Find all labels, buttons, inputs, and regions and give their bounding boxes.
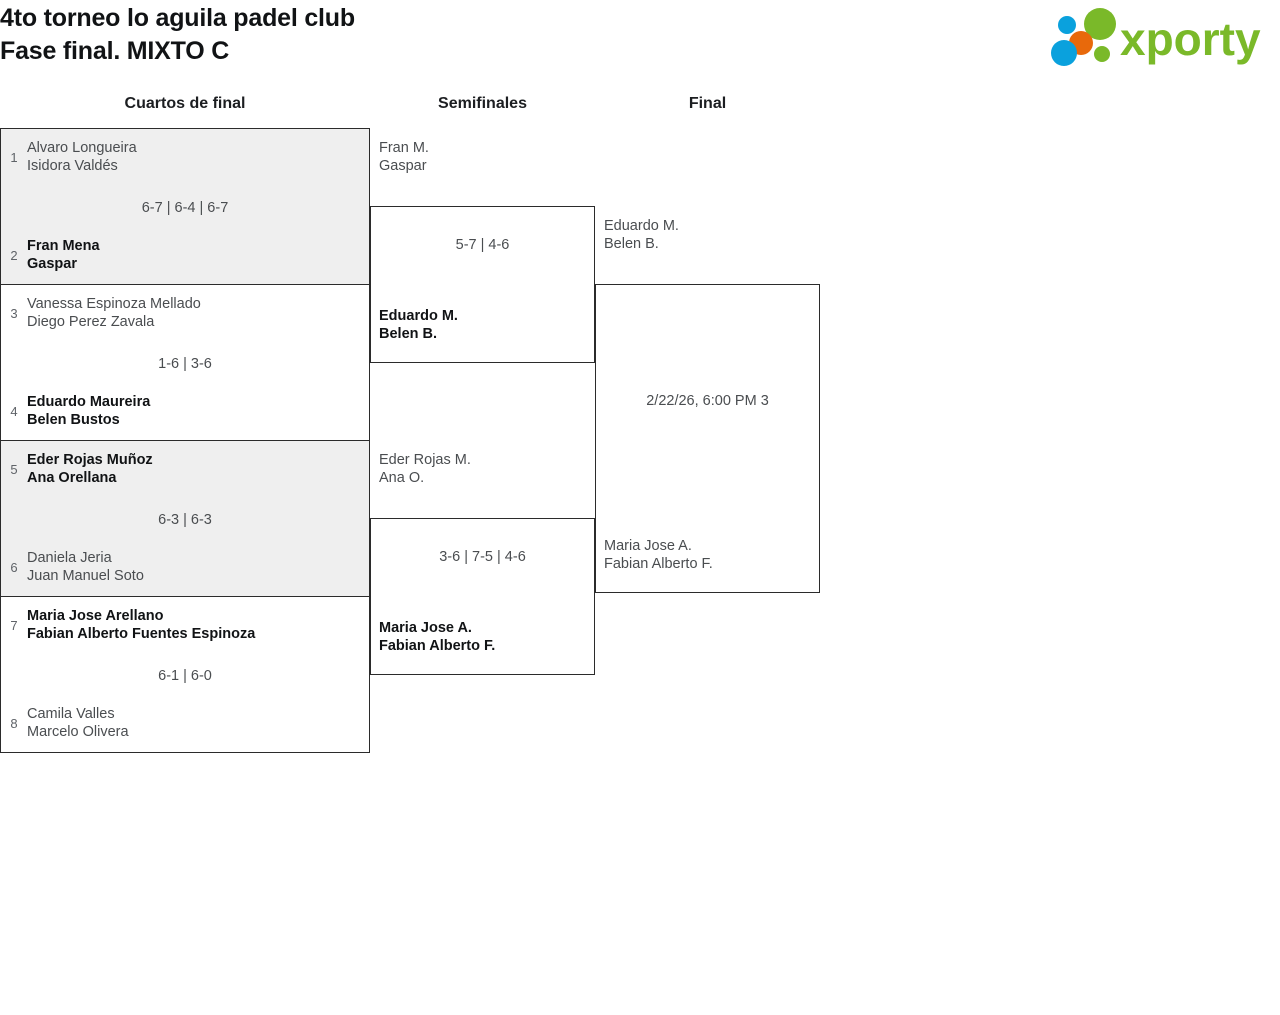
tournament-phase: Fase final. MIXTO C <box>0 37 230 65</box>
match-sf-2[interactable]: Eder Rojas M. Ana O. 3-6 | 7-5 | 4-6 Mar… <box>370 452 595 675</box>
match-qf-2[interactable]: 3 Vanessa Espinoza Mellado Diego Perez Z… <box>0 284 370 441</box>
player-name-2: Isidora Valdés <box>27 158 118 174</box>
team-names: Maria Jose Arellano Fabian Alberto Fuent… <box>27 607 341 643</box>
match-qf-2-player-top[interactable]: 3 Vanessa Espinoza Mellado Diego Perez Z… <box>1 293 341 333</box>
tournament-name: 4to torneo lo aguila padel club <box>0 4 355 32</box>
match-sf-2-score: 3-6 | 7-5 | 4-6 <box>439 549 526 565</box>
seed-number: 5 <box>10 461 18 477</box>
match-qf-3-player-top[interactable]: 5 Eder Rojas Muñoz Ana Orellana <box>1 449 341 489</box>
page-title: 4to torneo lo aguila padel club Fase fin… <box>0 2 900 68</box>
match-sf-1-player-top[interactable]: Fran M. Gaspar <box>379 137 594 177</box>
player-name-1: Vanessa Espinoza Mellado <box>27 296 201 312</box>
seed-number: 1 <box>10 149 18 165</box>
team-names: Daniela Jeria Juan Manuel Soto <box>27 549 341 585</box>
player-name-1: Eder Rojas M. <box>379 452 471 468</box>
player-name-1: Daniela Jeria <box>27 550 112 566</box>
match-sf-1-score: 5-7 | 4-6 <box>455 237 510 253</box>
match-qf-1-player-top[interactable]: 1 Alvaro Longueira Isidora Valdés <box>1 137 341 177</box>
team-names: Maria Jose A. Fabian Alberto F. <box>379 619 594 655</box>
team-names: Fran M. Gaspar <box>379 139 594 175</box>
xporty-logo[interactable]: xporty <box>1048 8 1274 66</box>
match-qf-4[interactable]: 7 Maria Jose Arellano Fabian Alberto Fue… <box>0 596 370 753</box>
player-name-1: Alvaro Longueira <box>27 140 137 156</box>
team-names: Maria Jose A. Fabian Alberto F. <box>604 537 819 573</box>
seed-number: 7 <box>10 617 18 633</box>
player-name-2: Belen Bustos <box>27 412 120 428</box>
player-name-2: Fabian Alberto F. <box>604 556 713 572</box>
team-names: Eduardo M. Belen B. <box>379 307 594 343</box>
seed-number: 3 <box>10 305 18 321</box>
logo-wordmark: xporty <box>1120 13 1261 65</box>
player-name-1: Maria Jose A. <box>604 538 692 554</box>
player-name-1: Maria Jose Arellano <box>27 608 164 624</box>
round-header-quarterfinals: Cuartos de final <box>124 95 246 112</box>
player-name-2: Gaspar <box>379 158 427 174</box>
match-sf-2-player-top[interactable]: Eder Rojas M. Ana O. <box>379 449 594 489</box>
team-names: Alvaro Longueira Isidora Valdés <box>27 139 341 175</box>
logo-dot-blue-small <box>1058 16 1076 34</box>
xporty-logo-svg: xporty <box>1051 8 1261 66</box>
player-name-2: Fabian Alberto F. <box>379 638 496 654</box>
logo-dot-green-small <box>1094 46 1110 62</box>
player-name-1: Camila Valles <box>27 706 115 722</box>
match-qf-4-score: 6-1 | 6-0 <box>158 668 212 684</box>
match-final-schedule: 2/22/26, 6:00 PM 3 <box>646 393 769 409</box>
team-names: Eduardo M. Belen B. <box>604 217 819 253</box>
match-sf-2-player-bottom[interactable]: Maria Jose A. Fabian Alberto F. <box>379 617 594 657</box>
player-name-1: Maria Jose A. <box>379 620 472 636</box>
team-names: Eder Rojas Muñoz Ana Orellana <box>27 451 341 487</box>
player-name-1: Fran Mena <box>27 238 100 254</box>
match-qf-2-player-bottom[interactable]: 4 Eduardo Maureira Belen Bustos <box>1 391 341 431</box>
player-name-1: Eder Rojas Muñoz <box>27 452 153 468</box>
match-qf-3[interactable]: 5 Eder Rojas Muñoz Ana Orellana 6-3 | 6-… <box>0 440 370 597</box>
player-name-1: Eduardo M. <box>604 218 679 234</box>
player-name-2: Gaspar <box>27 256 77 272</box>
seed-number: 8 <box>10 715 18 731</box>
team-names: Eduardo Maureira Belen Bustos <box>27 393 341 429</box>
logo-dot-blue-large <box>1051 40 1077 66</box>
logo-dot-green-large <box>1084 8 1116 40</box>
match-qf-3-player-bottom[interactable]: 6 Daniela Jeria Juan Manuel Soto <box>1 547 341 587</box>
player-name-2: Belen B. <box>379 326 438 342</box>
bracket-grid: 1 Alvaro Longueira Isidora Valdés 6-7 | … <box>0 0 830 780</box>
team-names: Camila Valles Marcelo Olivera <box>27 705 341 741</box>
round-header-semifinals: Semifinales <box>438 95 527 112</box>
match-qf-3-score: 6-3 | 6-3 <box>158 512 212 528</box>
match-qf-1-player-bottom[interactable]: 2 Fran Mena Gaspar <box>1 235 341 275</box>
round-header-final: Final <box>688 95 727 112</box>
match-final[interactable]: Eduardo M. Belen B. 2/22/26, 6:00 PM 3 M… <box>595 218 820 593</box>
match-final-player-top[interactable]: Eduardo M. Belen B. <box>604 215 819 255</box>
player-name-2: Ana Orellana <box>27 470 117 486</box>
match-qf-1-score: 6-7 | 6-4 | 6-7 <box>141 200 229 216</box>
player-name-2: Diego Perez Zavala <box>27 314 155 330</box>
team-names: Vanessa Espinoza Mellado Diego Perez Zav… <box>27 295 341 331</box>
player-name-2: Fabian Alberto Fuentes Espinoza <box>27 626 256 642</box>
player-name-1: Eduardo Maureira <box>27 394 151 410</box>
match-qf-1[interactable]: 1 Alvaro Longueira Isidora Valdés 6-7 | … <box>0 128 370 285</box>
player-name-2: Marcelo Olivera <box>27 724 129 740</box>
match-qf-4-player-bottom[interactable]: 8 Camila Valles Marcelo Olivera <box>1 703 341 743</box>
seed-number: 2 <box>10 247 18 263</box>
team-names: Fran Mena Gaspar <box>27 237 341 273</box>
seed-number: 4 <box>10 403 18 419</box>
player-name-1: Eduardo M. <box>379 308 458 324</box>
match-qf-4-player-top[interactable]: 7 Maria Jose Arellano Fabian Alberto Fue… <box>1 605 341 645</box>
player-name-2: Ana O. <box>379 470 425 486</box>
team-names: Eder Rojas M. Ana O. <box>379 451 594 487</box>
match-qf-2-score: 1-6 | 3-6 <box>158 356 212 372</box>
match-final-player-bottom[interactable]: Maria Jose A. Fabian Alberto F. <box>604 535 819 575</box>
player-name-2: Juan Manuel Soto <box>27 568 144 584</box>
player-name-2: Belen B. <box>604 236 659 252</box>
match-sf-1-player-bottom[interactable]: Eduardo M. Belen B. <box>379 305 594 345</box>
player-name-1: Fran M. <box>379 140 429 156</box>
seed-number: 6 <box>10 559 18 575</box>
match-sf-1[interactable]: Fran M. Gaspar 5-7 | 4-6 Eduardo M. Bele… <box>370 140 595 363</box>
